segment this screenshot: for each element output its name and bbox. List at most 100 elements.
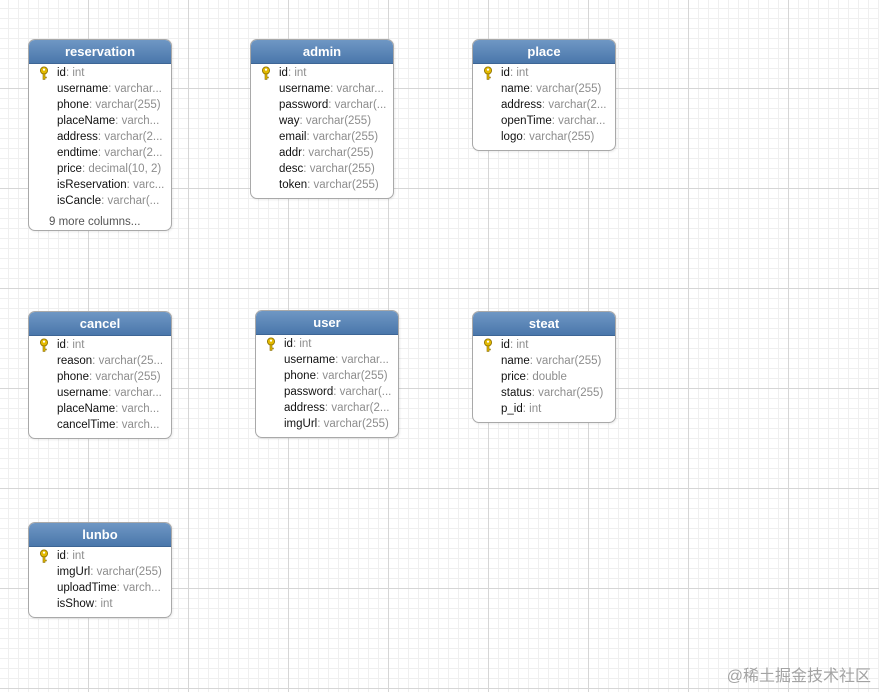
column-row[interactable]: imgUrl: varchar(255): [29, 564, 171, 580]
column-type: varchar(255): [322, 370, 388, 382]
column-name: desc: [279, 163, 304, 175]
column-row[interactable]: endtime: varchar(2...: [29, 145, 171, 161]
column-separator: :: [90, 566, 97, 578]
column-type: int: [516, 67, 529, 79]
column-separator: :: [330, 83, 337, 95]
column-type: int: [299, 338, 312, 350]
column-row[interactable]: phone: varchar(255): [29, 369, 171, 385]
column-row[interactable]: addr: varchar(255): [251, 145, 393, 161]
column-row[interactable]: id: int: [256, 336, 398, 352]
column-type: varchar(255): [96, 566, 162, 578]
column-name: id: [57, 67, 66, 79]
column-row[interactable]: phone: varchar(255): [256, 368, 398, 384]
table-header[interactable]: cancel: [29, 312, 171, 336]
column-row[interactable]: address: varchar(2...: [473, 97, 615, 113]
column-row[interactable]: id: int: [29, 337, 171, 353]
column-separator: :: [335, 354, 342, 366]
column-row[interactable]: username: varchar...: [251, 81, 393, 97]
column-row[interactable]: isReservation: varc...: [29, 177, 171, 193]
table-header[interactable]: lunbo: [29, 523, 171, 547]
column-row[interactable]: logo: varchar(255): [473, 129, 615, 145]
column-row[interactable]: way: varchar(255): [251, 113, 393, 129]
column-row[interactable]: address: varchar(2...: [256, 400, 398, 416]
column-name: username: [57, 83, 109, 95]
key-icon: [262, 66, 270, 80]
column-type: varchar...: [114, 83, 162, 95]
column-row[interactable]: p_id: int: [473, 401, 615, 417]
column-name: name: [501, 355, 530, 367]
column-row[interactable]: id: int: [473, 65, 615, 81]
column-row[interactable]: username: varchar...: [29, 385, 171, 401]
column-separator: :: [541, 99, 549, 111]
column-row[interactable]: reason: varchar(25...: [29, 353, 171, 369]
column-row[interactable]: cancelTime: varch...: [29, 417, 171, 433]
column-separator: :: [522, 403, 530, 415]
column-type: varchar(2...: [104, 147, 163, 159]
column-row[interactable]: username: varchar...: [256, 352, 398, 368]
column-name: id: [57, 339, 66, 351]
column-separator: :: [525, 371, 533, 383]
column-type: varc...: [133, 179, 165, 191]
column-separator: :: [116, 582, 124, 594]
column-separator: :: [97, 147, 105, 159]
column-row[interactable]: status: varchar(255): [473, 385, 615, 401]
column-separator: :: [126, 179, 134, 191]
column-type: varchar(25...: [98, 355, 164, 367]
table-header[interactable]: admin: [251, 40, 393, 64]
table-header[interactable]: place: [473, 40, 615, 64]
more-columns-link[interactable]: 9 more columns...: [49, 216, 141, 228]
column-row[interactable]: isShow: int: [29, 596, 171, 612]
column-type: varchar(2...: [331, 402, 390, 414]
column-name: price: [501, 371, 526, 383]
column-row[interactable]: imgUrl: varchar(255): [256, 416, 398, 432]
column-row[interactable]: name: varchar(255): [473, 81, 615, 97]
column-separator: :: [299, 115, 306, 127]
column-row[interactable]: desc: varchar(255): [251, 161, 393, 177]
column-row[interactable]: openTime: varchar...: [473, 113, 615, 129]
column-separator: :: [65, 550, 73, 562]
column-type: varchar(255): [536, 83, 602, 95]
column-type: varchar(...: [334, 99, 387, 111]
column-row[interactable]: name: varchar(255): [473, 353, 615, 369]
column-row[interactable]: id: int: [473, 337, 615, 353]
column-row[interactable]: username: varchar...: [29, 81, 171, 97]
column-row[interactable]: email: varchar(255): [251, 129, 393, 145]
column-row[interactable]: token: varchar(255): [251, 177, 393, 193]
column-row[interactable]: placeName: varch...: [29, 401, 171, 417]
column-row[interactable]: isCancle: varchar(...: [29, 193, 171, 209]
column-row[interactable]: id: int: [251, 65, 393, 81]
column-row[interactable]: phone: varchar(255): [29, 97, 171, 113]
column-row[interactable]: price: double: [473, 369, 615, 385]
column-row[interactable]: id: int: [29, 548, 171, 564]
key-icon: [484, 66, 492, 80]
column-separator: :: [88, 371, 96, 383]
column-row[interactable]: id: int: [29, 65, 171, 81]
column-separator: :: [328, 99, 335, 111]
column-separator: :: [97, 131, 105, 143]
column-row[interactable]: price: decimal(10, 2): [29, 161, 171, 177]
column-name: token: [279, 179, 308, 191]
column-row[interactable]: placeName: varch...: [29, 113, 171, 129]
table-header[interactable]: reservation: [29, 40, 171, 64]
column-row[interactable]: address: varchar(2...: [29, 129, 171, 145]
table-header[interactable]: user: [256, 311, 398, 335]
column-type: varchar(2...: [548, 99, 607, 111]
column-name: id: [501, 67, 510, 79]
column-row[interactable]: password: varchar(...: [251, 97, 393, 113]
column-separator: :: [115, 403, 122, 415]
column-row[interactable]: uploadTime: varch...: [29, 580, 171, 596]
column-name: username: [284, 354, 336, 366]
column-type: int: [72, 550, 85, 562]
column-name: reason: [57, 355, 93, 367]
column-type: varchar(255): [305, 115, 372, 127]
column-row[interactable]: password: varchar(...: [256, 384, 398, 400]
column-type: int: [72, 67, 85, 79]
table-header[interactable]: steat: [473, 312, 615, 336]
